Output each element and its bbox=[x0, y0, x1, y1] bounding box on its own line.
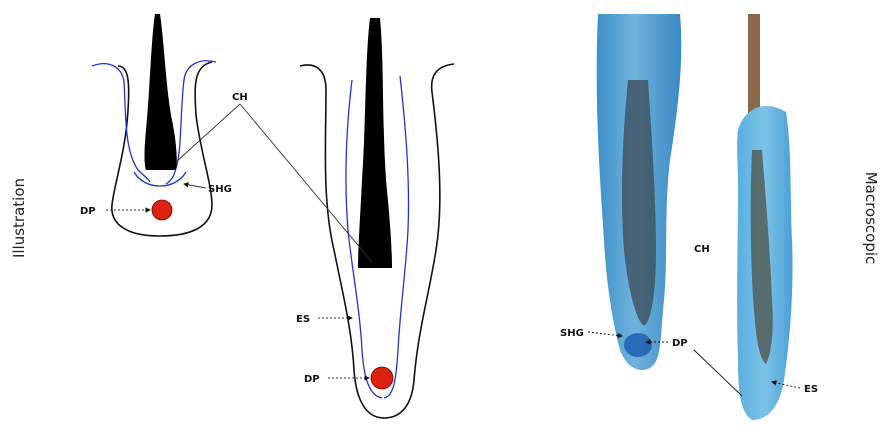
hair-shaft-large bbox=[358, 18, 392, 268]
illustration-side-title: Illustration bbox=[10, 178, 28, 258]
follicle-illustration-large bbox=[300, 18, 454, 418]
label-ch-macroscopic: CH bbox=[694, 244, 710, 255]
dermal-papilla-large bbox=[371, 367, 393, 389]
label-es-illustration: ES bbox=[296, 314, 310, 325]
hair-shaft-small bbox=[145, 14, 177, 170]
label-dp-large: DP bbox=[304, 374, 320, 385]
shg-pointer bbox=[184, 184, 206, 188]
macroscopic-follicle-left bbox=[597, 14, 682, 370]
hair-bulb-left bbox=[624, 333, 652, 357]
macroscopic-follicle-right bbox=[737, 14, 792, 420]
label-shg-illustration: SHG bbox=[208, 184, 232, 195]
follicle-sheath-left bbox=[92, 64, 150, 182]
label-shg-macroscopic: SHG bbox=[560, 328, 584, 339]
ch-pointer-large bbox=[240, 104, 372, 262]
label-dp-small: DP bbox=[80, 206, 96, 217]
macroscopic-side-title: Macroscopic bbox=[862, 172, 880, 265]
label-dp-macroscopic: DP bbox=[672, 338, 688, 349]
dermal-papilla-small bbox=[152, 200, 172, 220]
label-es-macroscopic: ES bbox=[804, 384, 818, 395]
follicle-illustration-small bbox=[92, 14, 216, 236]
dp-pointer-macro-long bbox=[694, 350, 742, 396]
label-ch-illustration: CH bbox=[232, 92, 248, 103]
ch-pointer-small bbox=[176, 104, 240, 162]
